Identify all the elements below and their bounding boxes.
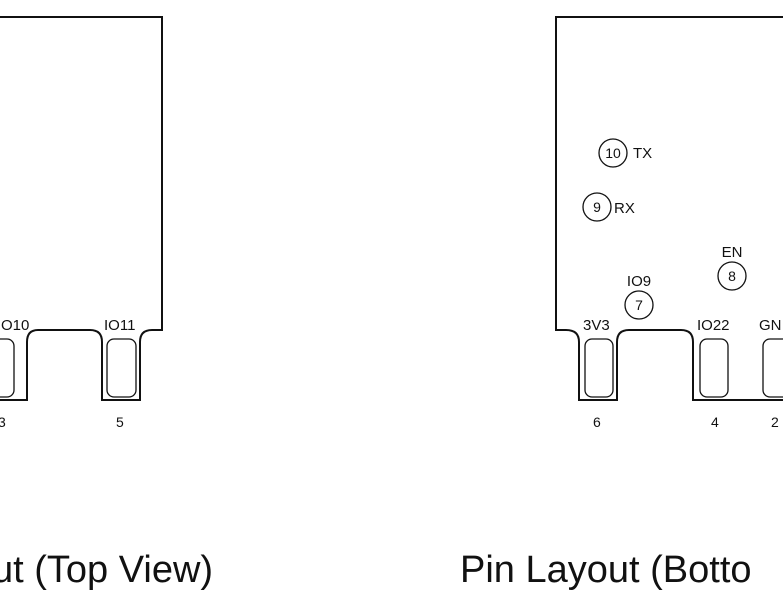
pad-circle-7 (624, 290, 654, 320)
bottom-view-module (555, 16, 783, 401)
pad-label-io9: IO9 (627, 273, 651, 290)
pad-circle-8 (717, 261, 747, 291)
pad-circle-9 (582, 192, 612, 222)
pin-label-3v3: 3V3 (583, 317, 610, 334)
pad-label-rx: RX (614, 200, 635, 217)
bottom-view-caption: Pin Layout (Botto (460, 549, 752, 591)
pad-label-en: EN (722, 244, 743, 261)
pin-number-3: 3 (0, 414, 6, 430)
pin-pad-io11 (106, 338, 137, 398)
pin-number-6: 6 (593, 414, 601, 430)
top-view-outline (0, 16, 163, 401)
pad-label-tx: TX (633, 145, 652, 162)
pin-label-io22: IO22 (697, 317, 730, 334)
bottom-view-outline (555, 16, 783, 401)
pin-pad-io10 (0, 338, 15, 398)
pin-number-5: 5 (116, 414, 124, 430)
pin-pad-gnd (762, 338, 783, 398)
pad-number-8: 8 (728, 268, 736, 284)
pad-number-10: 10 (605, 145, 621, 161)
pad-circle-10 (598, 138, 628, 168)
pad-number-9: 9 (593, 199, 601, 215)
pin-number-4: 4 (711, 414, 719, 430)
top-view-module (0, 16, 163, 401)
pin-label-io11: IO11 (104, 317, 135, 334)
pad-number-7: 7 (635, 297, 643, 313)
pin-number-2: 2 (771, 414, 779, 430)
pin-label-gnd: GN (759, 317, 782, 334)
pin-pad-3v3 (584, 338, 614, 398)
top-view-caption: ut (Top View) (0, 549, 213, 591)
pin-label-io10: O10 (1, 317, 29, 334)
pin-pad-io22 (699, 338, 729, 398)
